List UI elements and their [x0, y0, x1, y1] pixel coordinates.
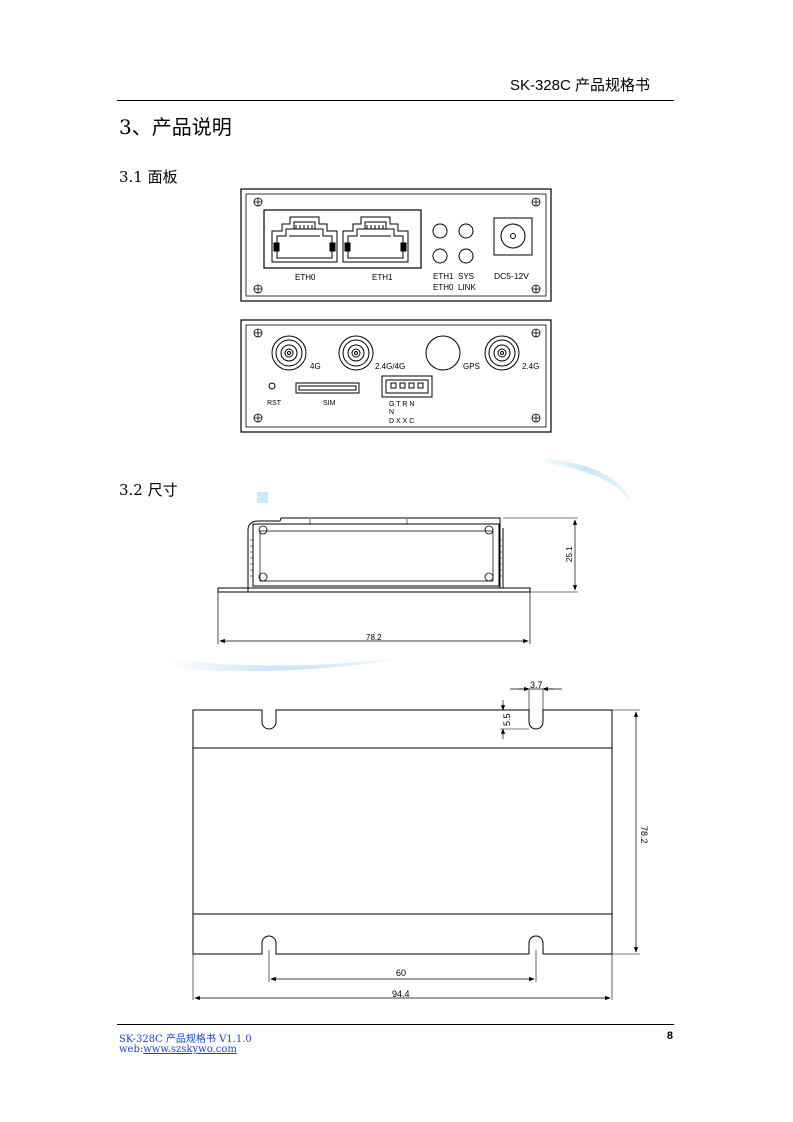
- led-eth1-label: ETH1: [433, 272, 454, 281]
- side-width-dim: 78.2: [366, 633, 382, 642]
- ant-24g-label: 2.4G: [522, 362, 539, 371]
- led-eth0-label: ETH0: [433, 283, 454, 292]
- ethernet-port-icon: [271, 216, 338, 263]
- screw-icon: [253, 197, 541, 294]
- led-indicator-icon: [432, 223, 474, 264]
- side-profile-drawing: [217, 517, 578, 644]
- footer-web-label: web:: [119, 1044, 144, 1055]
- ant-4g-label: 4G: [310, 362, 321, 371]
- watermark-swoosh: [165, 458, 632, 672]
- footer-rule: [117, 1024, 674, 1025]
- eth1-label: ETH1: [372, 273, 393, 282]
- reset-hole-icon: [268, 382, 276, 390]
- gps-plug-icon: [425, 335, 461, 371]
- screw-icon: [253, 328, 541, 423]
- top-view-drawing: [192, 686, 640, 1001]
- side-height-dim: 25.1: [565, 546, 574, 562]
- page-number: 8: [666, 1030, 673, 1042]
- header-title: SK-328C 产品规格书: [509, 77, 650, 94]
- antenna-connector-icon: [484, 335, 520, 371]
- rst-label: RST: [267, 400, 282, 407]
- sim-label: SIM: [323, 400, 336, 407]
- front-panel: [240, 188, 552, 302]
- antenna-connector-icon: [338, 335, 374, 371]
- footer-doc-version: SK-328C 产品规格书 V1.1.0: [119, 1034, 252, 1045]
- depth-dim: 78.2: [639, 826, 649, 844]
- dc-jack-icon: [493, 217, 533, 256]
- back-panel: [240, 319, 552, 433]
- serial-pins-row1: G T R N: [389, 401, 414, 408]
- sim-slot-icon: [295, 382, 360, 394]
- slot-width-dim: 3.7: [530, 680, 543, 690]
- eth0-label: ETH0: [295, 273, 316, 282]
- subsection-size-title: 3.2 尺寸: [119, 481, 178, 499]
- ant-24g4g-label: 2.4G/4G: [375, 362, 405, 371]
- led-sys-label: SYS: [458, 272, 474, 281]
- antenna-connector-icon: [271, 335, 307, 371]
- subsection-panel-title: 3.1 面板: [119, 168, 178, 186]
- serial-pins-row3: D X X C: [389, 418, 414, 425]
- total-width-dim: 94.4: [392, 989, 410, 999]
- serial-pins-row2: N: [389, 409, 394, 416]
- led-link-label: LINK: [458, 283, 476, 292]
- header-rule: [117, 100, 674, 101]
- hole-span-dim: 60: [396, 968, 406, 978]
- dc-label: DC5-12V: [494, 271, 529, 281]
- ethernet-port-icon: [342, 216, 409, 263]
- slot-depth-dim: 5.5: [502, 713, 512, 726]
- serial-connector-icon: [381, 375, 433, 398]
- section-title: 3、产品说明: [119, 115, 232, 139]
- ant-gps-label: GPS: [463, 362, 480, 371]
- footer-web-link[interactable]: www.szskywo.com: [143, 1044, 237, 1055]
- footer-web: web:www.szskywo.com: [119, 1044, 237, 1055]
